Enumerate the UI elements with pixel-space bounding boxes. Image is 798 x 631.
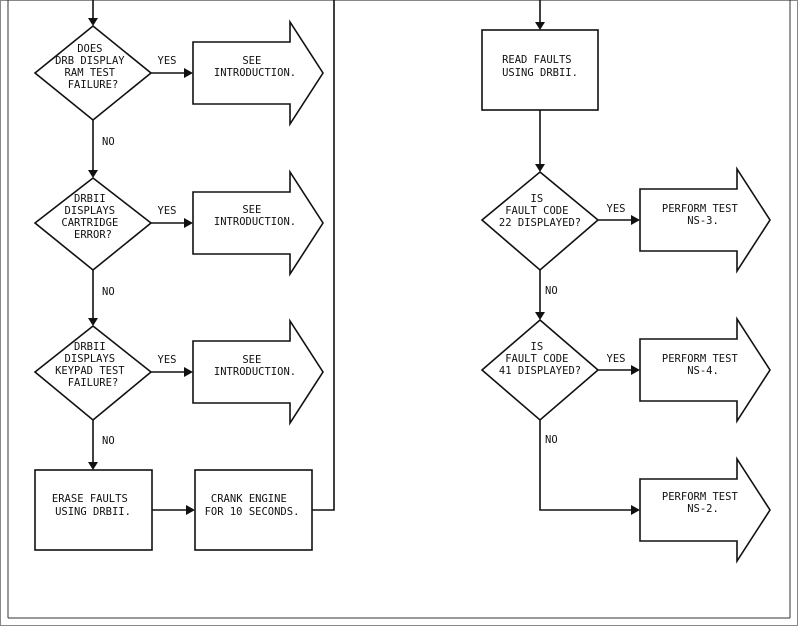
- result-cartridge-text: SEE INTRODUCTION.: [214, 204, 296, 228]
- yes-label-keypad: YES: [158, 354, 177, 366]
- entry-arrowhead-right: [535, 22, 545, 30]
- process-read-faults: [481, 29, 599, 111]
- no-label-ram: NO: [102, 136, 115, 148]
- yes-label-ram: YES: [158, 55, 177, 67]
- result-ns4-text: PERFORM TEST NS-4.: [662, 353, 744, 377]
- entry-arrowhead-left: [88, 18, 98, 26]
- yes-label-fault-41: YES: [607, 353, 626, 365]
- process-crank-engine-text: CRANK ENGINE FOR 10 SECONDS.: [205, 493, 300, 518]
- yes-label-cartridge: YES: [158, 205, 177, 217]
- result-arrow-ns3: [639, 166, 771, 274]
- erase-to-crank-arrowhead: [186, 505, 195, 515]
- no-arrowhead-cartridge: [88, 318, 98, 326]
- no-arrowhead-fault-22: [535, 312, 545, 320]
- yes-arrowhead-ram: [184, 68, 193, 78]
- no-arrowhead-ram: [88, 170, 98, 178]
- decision-fault-22-text: IS FAULT CODE 22 DISPLAYED?: [499, 193, 581, 229]
- process-read-faults-text: READ FAULTS USING DRBII.: [502, 54, 578, 79]
- result-ns3-text: PERFORM TEST NS-3.: [662, 203, 744, 227]
- yes-arrowhead-fault-22: [631, 215, 640, 225]
- result-arrow-keypad: [192, 318, 324, 426]
- decision-fault-41-text: IS FAULT CODE 41 DISPLAYED?: [499, 341, 581, 377]
- process-crank-engine: [194, 469, 313, 551]
- no-label-keypad: NO: [102, 435, 115, 447]
- no-line-fault-41: [539, 420, 634, 511]
- no-label-cartridge: NO: [102, 286, 115, 298]
- process-erase-faults: [34, 469, 153, 551]
- decision-keypad-test-text: DRBII DISPLAYS KEYPAD TEST FAILURE?: [55, 341, 131, 389]
- result-arrow-cartridge: [192, 169, 324, 277]
- process-erase-faults-text: ERASE FAULTS USING DRBII.: [52, 493, 134, 518]
- yes-arrowhead-cartridge: [184, 218, 193, 228]
- result-arrow-ns4: [639, 316, 771, 424]
- no-label-fault-41: NO: [545, 434, 558, 446]
- no-arrowhead-keypad: [88, 462, 98, 470]
- result-ns2-text: PERFORM TEST NS-2.: [662, 491, 744, 515]
- result-arrow-ram: [192, 19, 324, 127]
- yes-label-fault-22: YES: [607, 203, 626, 215]
- yes-arrowhead-keypad: [184, 367, 193, 377]
- decision-cartridge-error-text: DRBII DISPLAYS CARTRIDGE ERROR?: [61, 193, 124, 241]
- read-to-q4-arrowhead: [535, 164, 545, 172]
- yes-arrowhead-fault-41: [631, 365, 640, 375]
- crank-return-line: [312, 0, 335, 511]
- result-keypad-text: SEE INTRODUCTION.: [214, 354, 296, 378]
- no-arrowhead-fault-41: [631, 505, 640, 515]
- no-label-fault-22: NO: [545, 285, 558, 297]
- result-arrow-ns2: [639, 456, 771, 564]
- result-ram-text: SEE INTRODUCTION.: [214, 55, 296, 79]
- decision-ram-test-text: DOES DRB DISPLAY RAM TEST FAILURE?: [55, 43, 131, 91]
